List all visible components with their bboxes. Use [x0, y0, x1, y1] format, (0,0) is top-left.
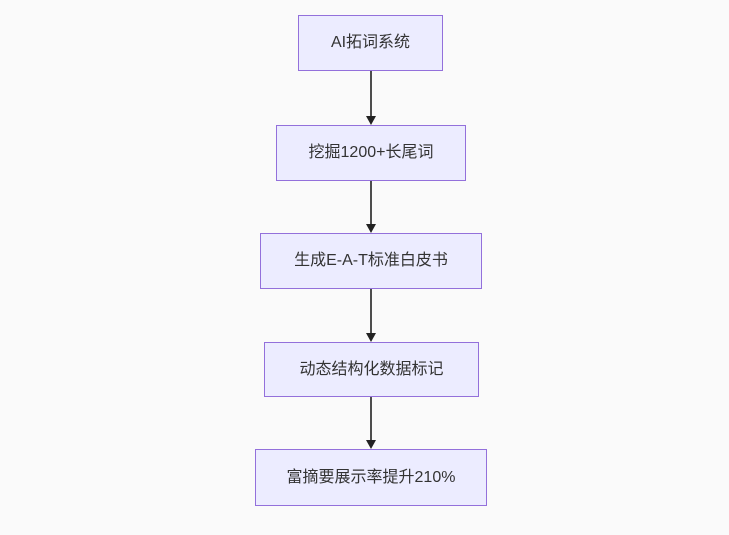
- edge-line: [370, 181, 372, 224]
- flowchart-edge-c-d: [366, 289, 376, 342]
- flowchart-node-structured-data-markup: 动态结构化数据标记: [264, 342, 479, 397]
- flowchart-edge-d-e: [366, 397, 376, 449]
- down-arrow-icon: [366, 440, 376, 449]
- node-label: 挖掘1200+长尾词: [308, 144, 434, 162]
- node-label: 动态结构化数据标记: [299, 360, 444, 378]
- down-arrow-icon: [366, 224, 376, 233]
- down-arrow-icon: [366, 116, 376, 125]
- node-label: 生成E-A-T标准白皮书: [294, 252, 448, 270]
- edge-line: [370, 289, 372, 333]
- down-arrow-icon: [366, 333, 376, 342]
- flowchart-node-ai-word-expansion: AI拓词系统: [298, 15, 443, 71]
- edge-line: [370, 71, 372, 116]
- node-label: AI拓词系统: [330, 34, 411, 52]
- edge-line: [370, 397, 372, 440]
- flowchart-node-eat-whitepaper: 生成E-A-T标准白皮书: [260, 233, 482, 289]
- flowchart-node-rich-snippet-rate: 富摘要展示率提升210%: [255, 449, 487, 506]
- node-label: 富摘要展示率提升210%: [286, 468, 456, 486]
- flowchart-edge-b-c: [366, 181, 376, 233]
- flowchart-edge-a-b: [366, 71, 376, 125]
- flowchart-node-longtail-keywords: 挖掘1200+长尾词: [276, 125, 466, 181]
